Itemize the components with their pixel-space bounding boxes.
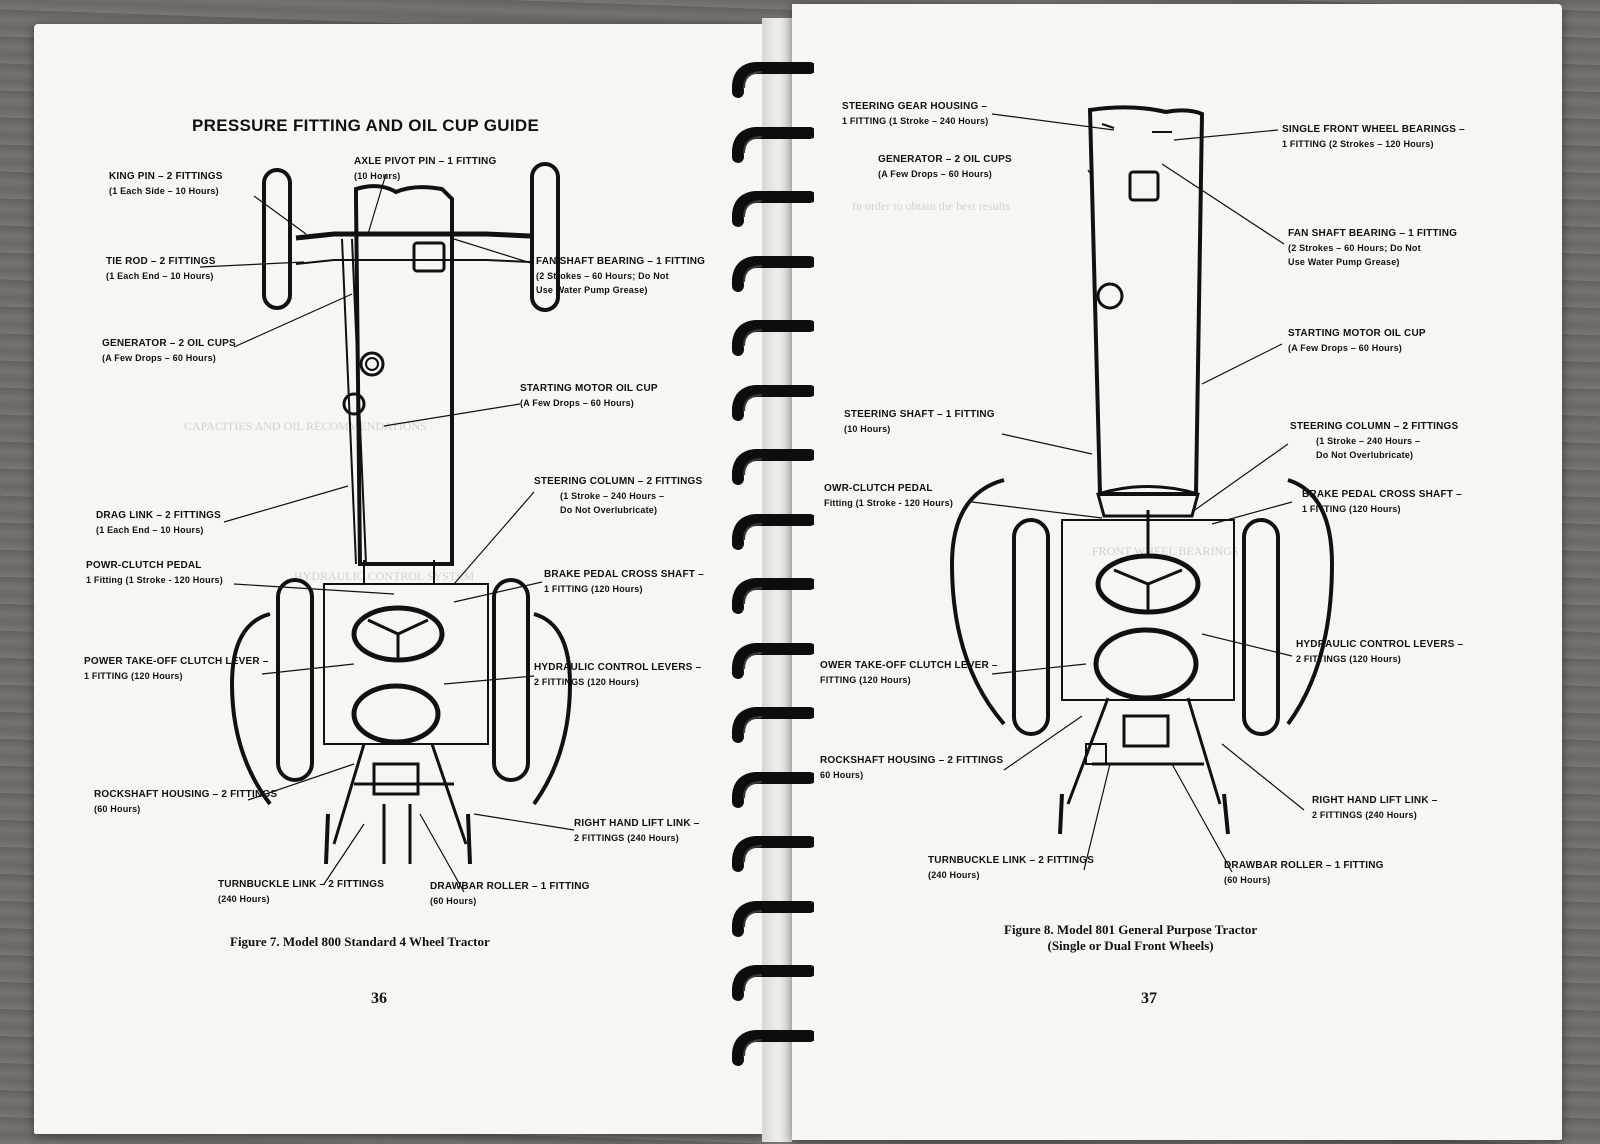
label-generator: GENERATOR – 2 OIL CUPS(A Few Drops – 60 … (102, 338, 236, 363)
label-steering-column: STEERING COLUMN – 2 FITTINGS(1 Stroke – … (534, 476, 703, 515)
tractor-diagram-model-800 (199, 162, 575, 893)
label-drawbar-roller: DRAWBAR ROLLER – 1 FITTING(60 Hours) (1224, 860, 1384, 885)
binding-coil (731, 577, 816, 616)
figure-caption: Figure 7. Model 800 Standard 4 Wheel Tra… (230, 934, 490, 949)
binding-coil (731, 126, 816, 165)
binding-coil (731, 513, 816, 552)
label-turnbuckle-link: TURNBUCKLE LINK – 2 FITTINGS(240 Hours) (218, 879, 385, 904)
label-turnbuckle-link: TURNBUCKLE LINK – 2 FITTINGS(240 Hours) (928, 855, 1095, 880)
binding-coil (731, 384, 816, 423)
label-fan-shaft-bearing: FAN SHAFT BEARING – 1 FITTING(2 Strokes … (536, 256, 706, 295)
label-steering-shaft: STEERING SHAFT – 1 FITTING(10 Hours) (844, 409, 995, 434)
bleed-through-text: FRONT WHEEL BEARINGS (1092, 544, 1239, 558)
binding-coil (731, 900, 816, 939)
binding-coil (731, 61, 816, 100)
label-drag-link: DRAG LINK – 2 FITTINGS(1 Each End – 10 H… (96, 510, 221, 535)
figure-caption-line1: Figure 8. Model 801 General Purpose Trac… (1004, 922, 1258, 937)
binding-coil (731, 642, 816, 681)
left-page: CAPACITIES AND OIL RECOMMENDATIONS HYDRA… (34, 24, 762, 1134)
page-number: 36 (371, 990, 387, 1007)
label-axle-pivot-pin: AXLE PIVOT PIN – 1 FITTING(10 Hours) (354, 156, 497, 181)
label-right-hand-lift-link: RIGHT HAND LIFT LINK –2 FITTINGS (240 Ho… (1312, 795, 1438, 820)
label-pto-clutch-lever: OWER TAKE-OFF CLUTCH LEVER –FITTING (120… (820, 660, 998, 685)
right-page: In order to obtain the best results FRON… (792, 4, 1562, 1140)
binding-coil (731, 964, 816, 1003)
label-right-hand-lift-link: RIGHT HAND LIFT LINK –2 FITTINGS (240 Ho… (574, 818, 700, 843)
label-starting-motor: STARTING MOTOR OIL CUP(A Few Drops – 60 … (1288, 328, 1426, 353)
label-steering-column: STEERING COLUMN – 2 FITTINGS(1 Stroke – … (1290, 421, 1459, 460)
binding-coil (731, 190, 816, 229)
label-brake-pedal-cross-shaft: BRAKE PEDAL CROSS SHAFT –1 FITTING (120 … (544, 569, 704, 594)
bleed-through-text: In order to obtain the best results (852, 199, 1010, 213)
label-single-front-wheel-bearings: SINGLE FRONT WHEEL BEARINGS –1 FITTING (… (1282, 124, 1465, 149)
label-starting-motor: STARTING MOTOR OIL CUP(A Few Drops – 60 … (520, 383, 658, 408)
bleed-through-text: CAPACITIES AND OIL RECOMMENDATIONS (184, 419, 427, 433)
bleed-through-text: HYDRAULIC CONTROL SYSTEM (294, 569, 475, 583)
label-rockshaft-housing: ROCKSHAFT HOUSING – 2 FITTINGS(60 Hours) (94, 789, 278, 814)
binding-coil (731, 835, 816, 874)
tractor-diagram-model-801 (949, 105, 1335, 873)
label-pto-clutch-lever: POWER TAKE-OFF CLUTCH LEVER –1 FITTING (… (84, 656, 269, 681)
label-hydraulic-control-levers: HYDRAULIC CONTROL LEVERS –2 FITTINGS (12… (1296, 639, 1464, 664)
binding-coil (731, 319, 816, 358)
label-tie-rod: TIE ROD – 2 FITTINGS(1 Each End – 10 Hou… (106, 256, 216, 281)
binding-coil (731, 1029, 816, 1068)
binding-coil (731, 706, 816, 745)
label-generator: GENERATOR – 2 OIL CUPS(A Few Drops – 60 … (878, 154, 1012, 179)
binding-coil (731, 448, 816, 487)
figure-caption-line2: (Single or Dual Front Wheels) (1047, 938, 1214, 953)
binding-coil (731, 255, 816, 294)
label-steering-gear-housing: STEERING GEAR HOUSING –1 FITTING (1 Stro… (842, 101, 989, 126)
label-brake-pedal-cross-shaft: BRAKE PEDAL CROSS SHAFT –1 FITTING (120 … (1302, 489, 1462, 514)
figure-caption: Figure 8. Model 801 General Purpose Trac… (1004, 922, 1257, 954)
label-hydraulic-control-levers: HYDRAULIC CONTROL LEVERS –2 FITTINGS (12… (534, 662, 702, 687)
binding-coil (731, 771, 816, 810)
label-drawbar-roller: DRAWBAR ROLLER – 1 FITTING(60 Hours) (430, 881, 590, 906)
label-king-pin: KING PIN – 2 FITTINGS(1 Each Side – 10 H… (109, 171, 223, 196)
page-number: 37 (1141, 990, 1157, 1007)
page-heading: PRESSURE FITTING AND OIL CUP GUIDE (192, 116, 540, 135)
label-fan-shaft-bearing: FAN SHAFT BEARING – 1 FITTING(2 Strokes … (1288, 228, 1458, 267)
